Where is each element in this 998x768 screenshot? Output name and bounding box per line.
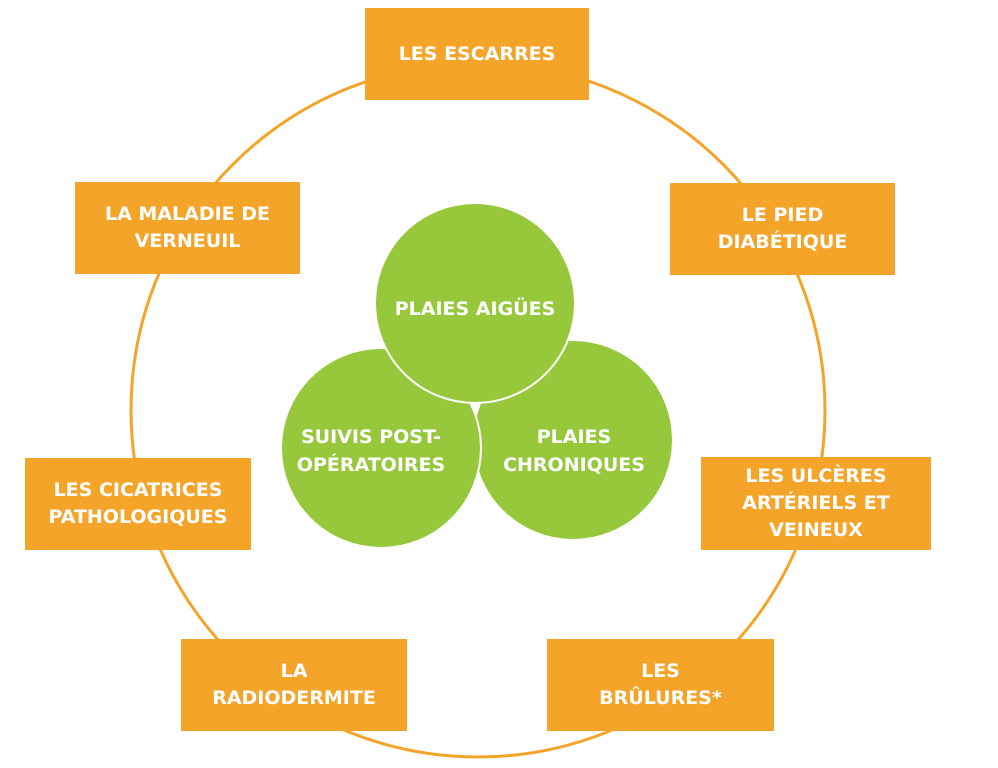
box-la-radiodermite-label: LA RADIODERMITE bbox=[212, 660, 376, 709]
circle-suivis-post-operatoires bbox=[280, 347, 482, 549]
box-les-escarres-label: LES ESCARRES bbox=[398, 42, 556, 65]
box-les-brulures: LES BRÛLURES* bbox=[547, 639, 774, 731]
label-plaies-chroniques: PLAIES CHRONIQUES bbox=[503, 426, 645, 476]
label-plaies-aigues: PLAIES AIGÜES bbox=[394, 298, 556, 320]
box-les-cicatrices: LES CICATRICES PATHOLOGIQUES bbox=[25, 458, 251, 550]
box-la-radiodermite: LA RADIODERMITE bbox=[181, 639, 407, 731]
box-la-maladie-de-verneuil: LA MALADIE DE VERNEUIL bbox=[75, 182, 300, 274]
box-les-cicatrices-label: LES CICATRICES PATHOLOGIQUES bbox=[48, 479, 228, 528]
box-les-escarres: LES ESCARRES bbox=[365, 8, 589, 100]
box-les-ulceres-label: LES ULCÈRES ARTÉRIELS ET VEINEUX bbox=[742, 465, 890, 541]
box-les-brulures-label: LES BRÛLURES* bbox=[599, 660, 722, 709]
box-la-maladie-de-verneuil-label: LA MALADIE DE VERNEUIL bbox=[104, 203, 271, 252]
circle-plaies-aigues bbox=[374, 202, 576, 404]
box-le-pied-diabetique-label: LE PIED DIABÉTIQUE bbox=[717, 204, 848, 253]
label-suivis-post-operatoires: SUIVIS POST- OPÉRATOIRES bbox=[296, 426, 446, 476]
box-le-pied-diabetique: LE PIED DIABÉTIQUE bbox=[670, 183, 895, 275]
box-les-ulceres: LES ULCÈRES ARTÉRIELS ET VEINEUX bbox=[701, 457, 931, 550]
